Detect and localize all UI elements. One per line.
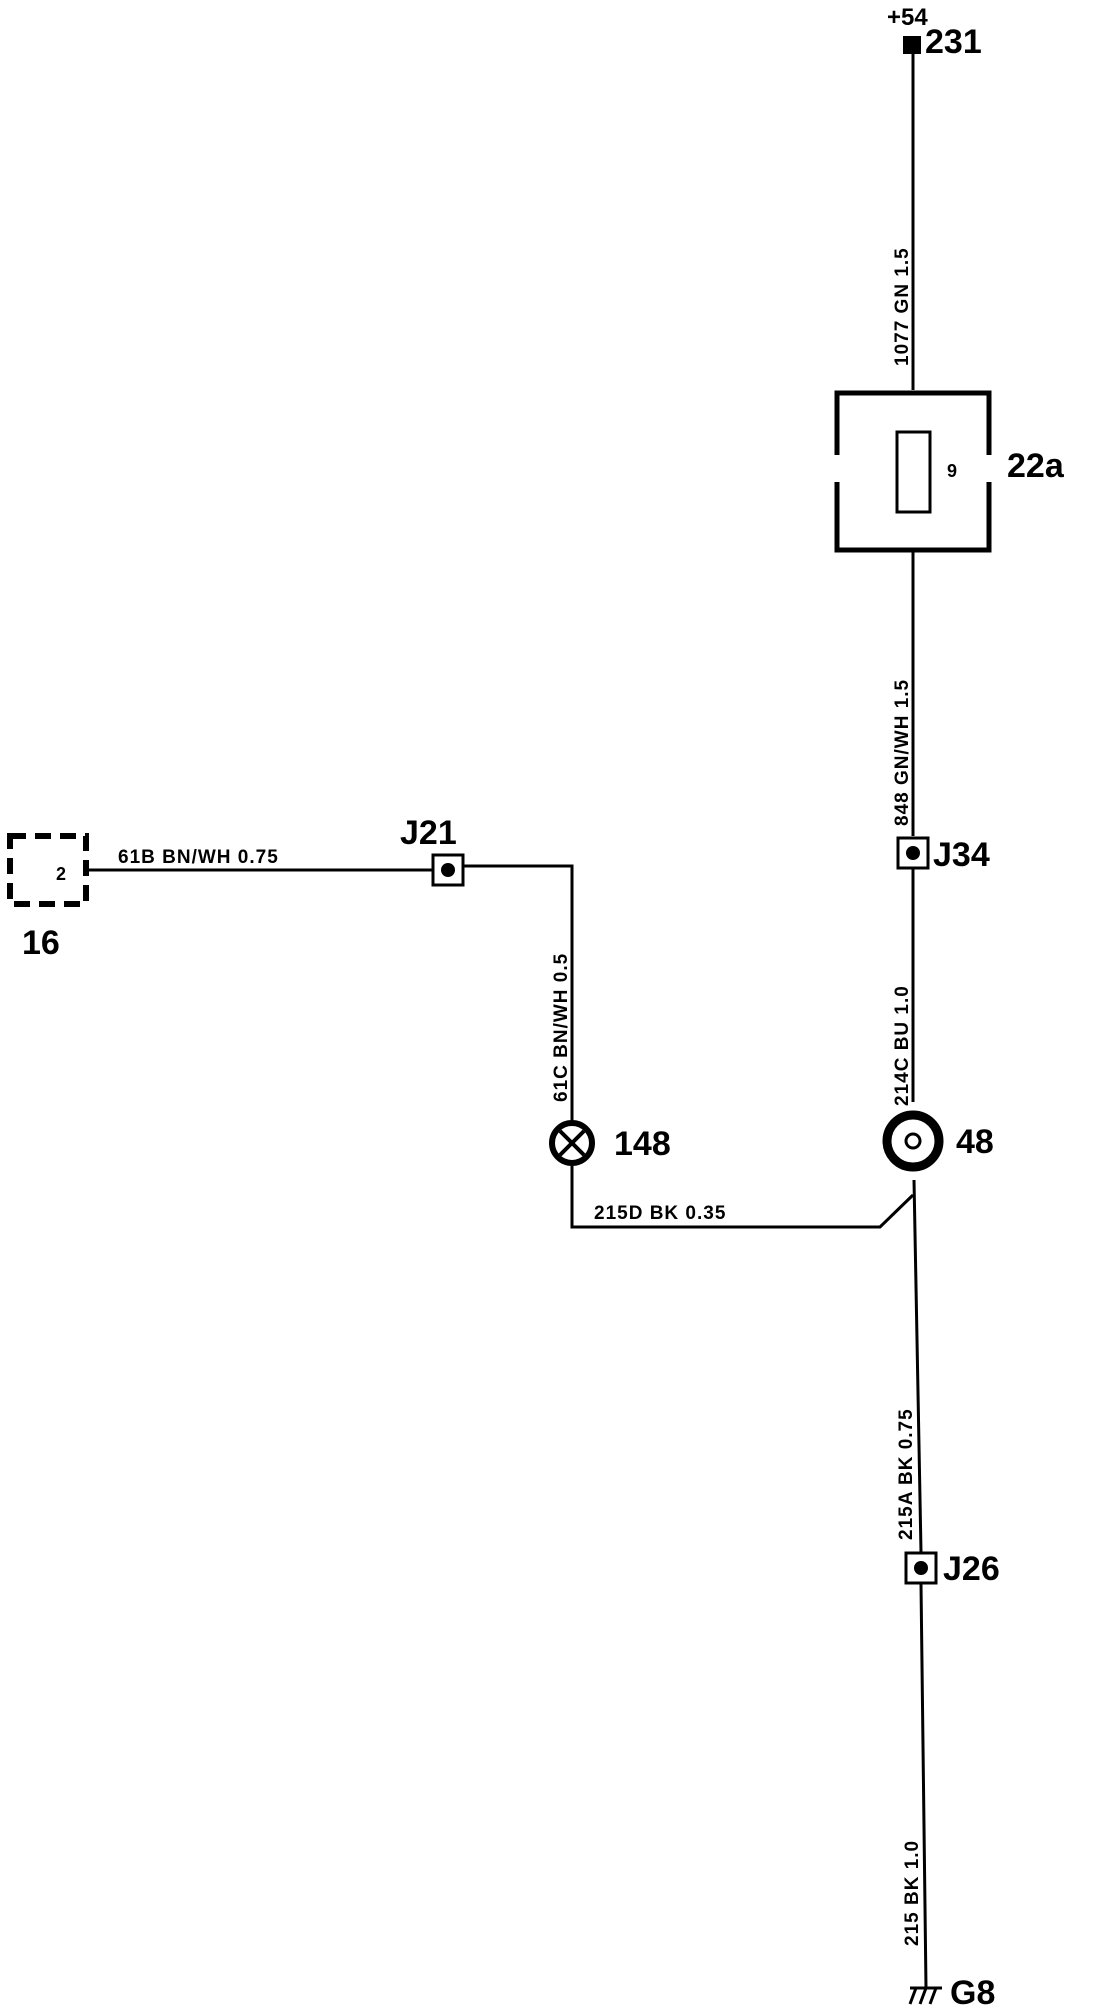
ground: G8 bbox=[908, 1974, 995, 2010]
lamp-148: 148 bbox=[549, 1120, 671, 1166]
junction-j34: J34 bbox=[896, 836, 990, 874]
fuse-number: 9 bbox=[947, 461, 957, 481]
terminal-square-icon bbox=[903, 36, 921, 54]
connector-16-id: 16 bbox=[22, 924, 60, 962]
junction-j21-label: J21 bbox=[400, 814, 457, 852]
wire-61c-label: 61C BN/WH 0.5 bbox=[551, 953, 572, 1102]
junction-j21: J21 bbox=[400, 814, 465, 887]
fuse-box: 9 22a bbox=[834, 390, 1065, 553]
component-48: 48 bbox=[882, 1110, 994, 1172]
junction-j34-label: J34 bbox=[933, 836, 990, 874]
main-wire-path bbox=[911, 46, 928, 1989]
component-48-inner-icon bbox=[904, 1132, 922, 1150]
connector-dashed-box-icon bbox=[7, 833, 89, 907]
wire-215a-label: 215A BK 0.75 bbox=[896, 1408, 917, 1540]
wire-1077-label: 1077 GN 1.5 bbox=[892, 247, 913, 366]
junction-dot-icon bbox=[906, 846, 920, 860]
lamp-148-id: 148 bbox=[614, 1125, 671, 1163]
component-48-id: 48 bbox=[956, 1123, 994, 1161]
power-terminal: +54 231 bbox=[887, 4, 982, 61]
wire-61b-label: 61B BN/WH 0.75 bbox=[118, 847, 279, 868]
wire-61c-line bbox=[464, 864, 574, 1120]
junction-j26-label: J26 bbox=[943, 1550, 1000, 1588]
connector-16: 2 16 bbox=[7, 833, 89, 962]
wire-215-line bbox=[919, 1583, 928, 1989]
wire-215d-line bbox=[570, 1166, 915, 1229]
fuse-box-top-frame bbox=[834, 390, 992, 455]
wire-214c-label: 214C BU 1.0 bbox=[892, 985, 913, 1106]
wire-215d-label: 215D BK 0.35 bbox=[594, 1203, 726, 1224]
fuse-icon bbox=[895, 430, 932, 514]
junction-dot-icon bbox=[441, 863, 455, 877]
ground-id: G8 bbox=[950, 1974, 995, 2010]
power-terminal-voltage: +54 bbox=[887, 4, 928, 31]
ground-icon bbox=[908, 1986, 942, 2005]
fuse-box-bottom-frame bbox=[834, 482, 992, 553]
power-terminal-id: 231 bbox=[925, 23, 982, 61]
connector-16-pin: 2 bbox=[56, 864, 66, 884]
fuse-box-id: 22a bbox=[1007, 447, 1065, 485]
wire-215a-line bbox=[912, 1179, 923, 1553]
junction-j26: J26 bbox=[904, 1550, 1000, 1588]
left-branch-wires bbox=[89, 864, 915, 1229]
wire-215-label: 215 BK 1.0 bbox=[902, 1840, 923, 1946]
wire-848-label: 848 GN/WH 1.5 bbox=[892, 679, 913, 826]
junction-dot-icon bbox=[914, 1561, 928, 1575]
